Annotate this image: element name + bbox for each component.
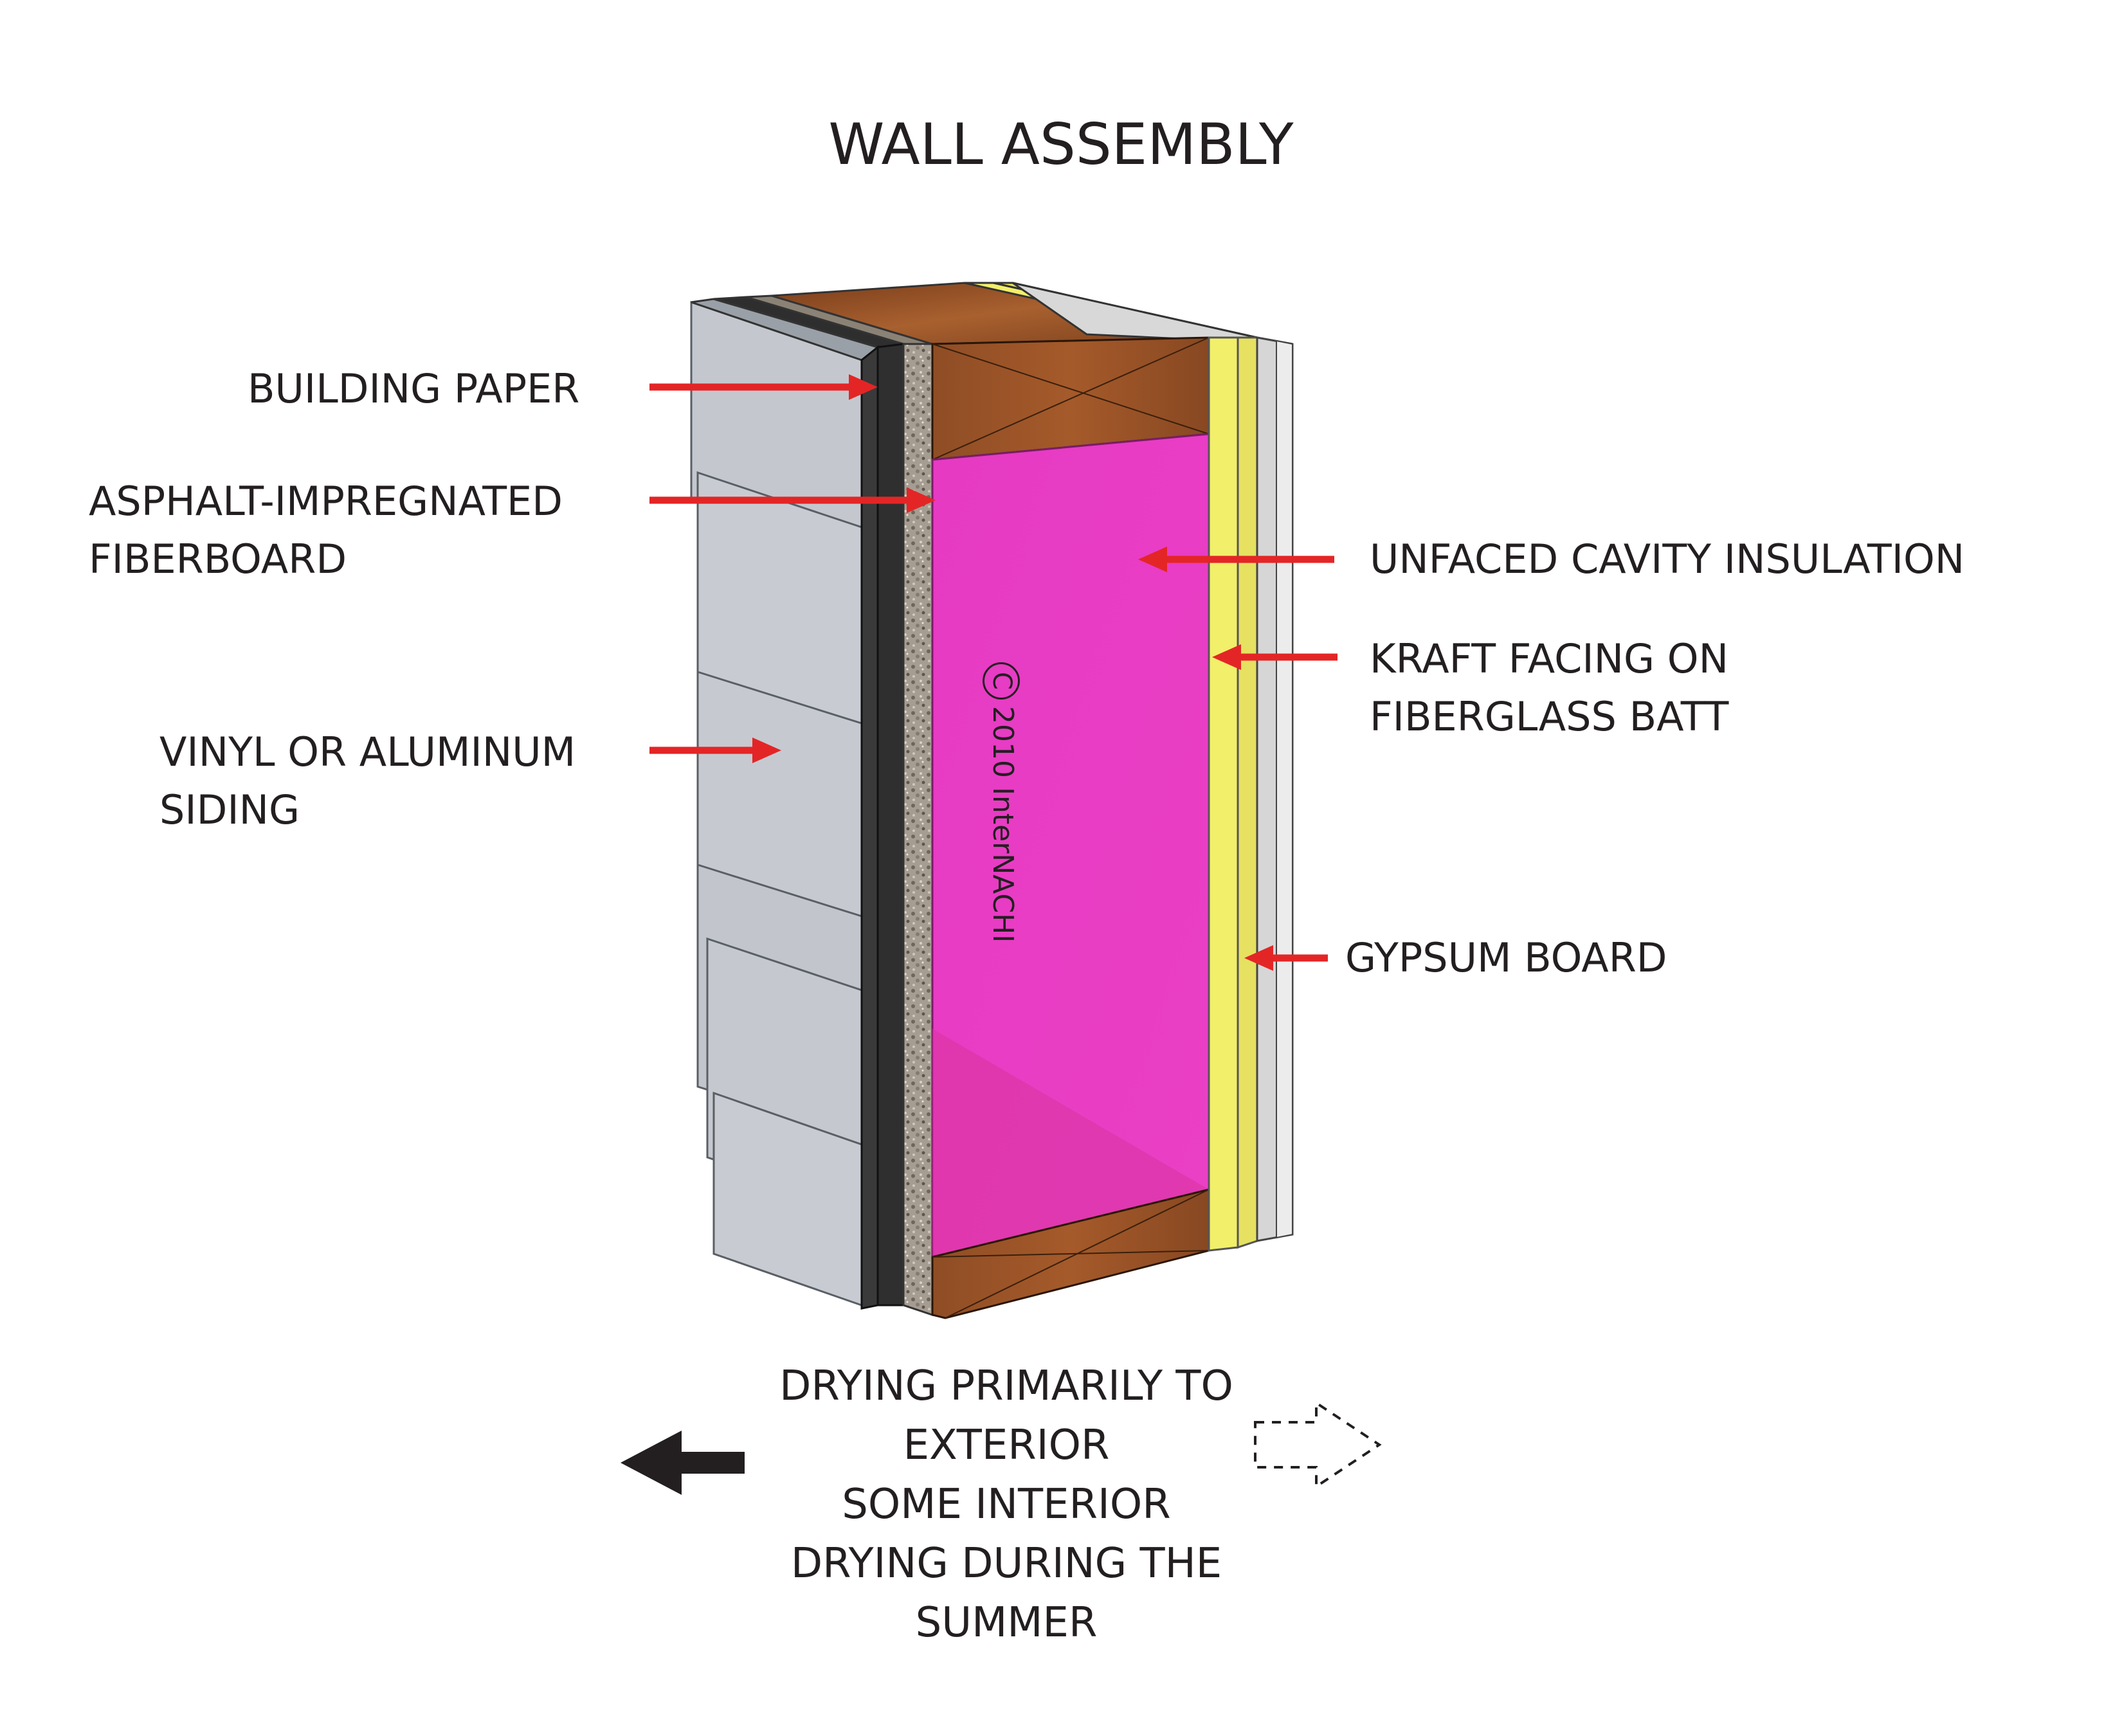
drying-line5: SUMMER bbox=[915, 1599, 1098, 1647]
copyright-symbol: C bbox=[983, 662, 1020, 700]
bottom-plate bbox=[931, 1188, 1210, 1319]
arrow-fiberboard bbox=[649, 487, 936, 513]
building-paper-layer bbox=[860, 345, 879, 1310]
wall-top-faces bbox=[691, 282, 1293, 361]
drying-line4: DRYING DURING THE bbox=[790, 1540, 1222, 1587]
arrow-gypsum bbox=[1244, 945, 1328, 971]
drying-line2: EXTERIOR bbox=[903, 1422, 1110, 1469]
label-kraft-line1: KRAFT FACING ON bbox=[1370, 635, 1728, 682]
label-fiberboard-line2: FIBERBOARD bbox=[89, 536, 347, 583]
solid-left-arrow-icon bbox=[621, 1431, 745, 1495]
label-arrows bbox=[649, 374, 1338, 971]
kraft-facing-layer bbox=[1208, 336, 1239, 1252]
arrow-kraft bbox=[1212, 644, 1338, 670]
drying-line3: SOME INTERIOR bbox=[842, 1481, 1171, 1528]
arrow-siding bbox=[649, 737, 781, 763]
label-fiberboard-line1: ASPHALT-IMPREGNATED bbox=[89, 478, 563, 525]
siding-boards bbox=[690, 300, 879, 1307]
label-insulation: UNFACED CAVITY INSULATION bbox=[1370, 536, 1965, 583]
drying-line1: DRYING PRIMARILY TO bbox=[779, 1362, 1233, 1410]
label-building-paper: BUILDING PAPER bbox=[248, 365, 580, 412]
copyright-notice: C 2010 InterNACHI bbox=[983, 662, 1020, 943]
dashed-right-arrow-icon bbox=[1254, 1400, 1382, 1489]
wall-block bbox=[690, 282, 1294, 1319]
label-siding-line1: VINYL OR ALUMINUM bbox=[159, 728, 576, 775]
label-siding-line2: SIDING bbox=[159, 786, 300, 833]
copyright-text: 2010 InterNACHI bbox=[986, 706, 1019, 943]
label-kraft-line2: FIBERGLASS BATT bbox=[1370, 693, 1729, 740]
label-gypsum: GYPSUM BOARD bbox=[1345, 934, 1667, 981]
diagram-title: WALL ASSEMBLY bbox=[828, 111, 1294, 177]
arrow-insulation bbox=[1138, 547, 1334, 572]
arrow-building-paper bbox=[649, 374, 878, 400]
